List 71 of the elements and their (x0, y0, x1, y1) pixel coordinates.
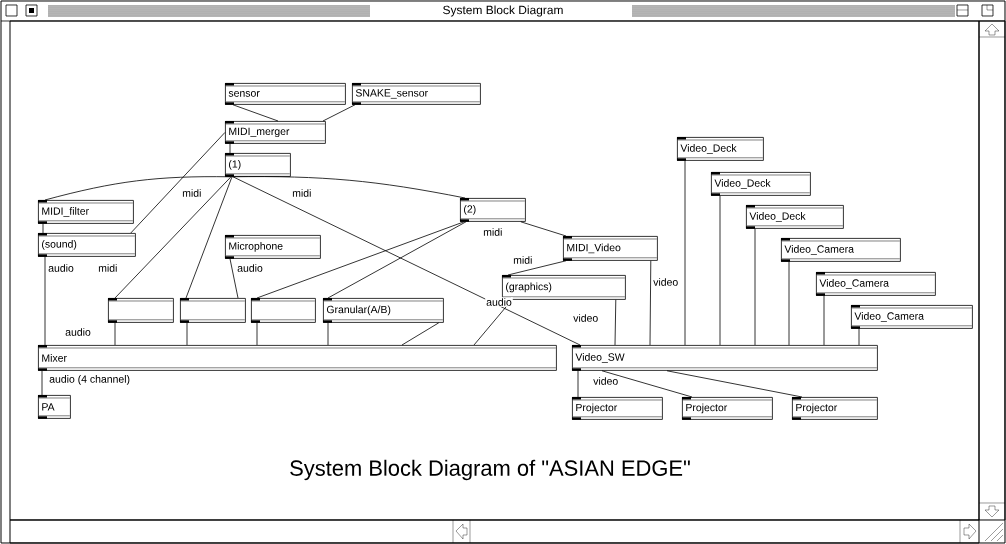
patch-cord (858, 328, 860, 346)
comment-text: audio (4 channel) (48, 374, 132, 386)
patch-cord (649, 260, 652, 346)
object-box (108, 298, 174, 323)
object-box: PA (38, 395, 71, 419)
comment-text: midi (512, 255, 534, 265)
patch-cord (401, 322, 440, 346)
comment-text: video (592, 376, 620, 386)
object-box: Video_SW (572, 345, 878, 371)
diagram-title: System Block Diagram of "ASIAN EDGE" (290, 459, 690, 481)
patch-cord (327, 322, 329, 346)
patch-cord (719, 195, 721, 346)
patch-cord (186, 322, 188, 346)
object-box: (sound) (38, 233, 136, 257)
patch-cord (231, 176, 466, 199)
patch-cord (44, 256, 46, 346)
object-box: MIDI_merger (225, 121, 326, 144)
patch-cord (114, 176, 232, 299)
comment-text: audio (236, 263, 264, 273)
patch-cord (684, 160, 686, 346)
comment-text: video (572, 313, 600, 323)
object-box (251, 298, 316, 323)
object-box: Video_Deck (746, 205, 844, 229)
comment-text: audio (64, 327, 92, 337)
comment-text: audio (485, 297, 513, 307)
object-box: Video_Deck (677, 137, 764, 161)
patch-cord (666, 370, 803, 398)
patch-cord (42, 223, 44, 234)
patch-cord (229, 258, 239, 299)
object-box: Projector (682, 397, 773, 420)
object-box: SNAKE_sensor (352, 83, 481, 105)
object-box: MIDI_filter (38, 200, 134, 224)
patch-cord (130, 132, 226, 234)
patch-cord (520, 221, 567, 237)
patch-cord (754, 228, 756, 346)
object-box: Granular(A/B) (323, 298, 444, 323)
comment-text: midi (291, 188, 313, 198)
object-box: Projector (792, 397, 878, 420)
patch-cord (232, 176, 581, 346)
patch-cord (788, 261, 790, 346)
patch-cord (44, 176, 231, 201)
object-box: Video_Deck (711, 172, 811, 196)
patch-cord (823, 295, 825, 346)
patch-cord (114, 322, 116, 346)
object-box: (2) (460, 198, 526, 222)
patch-cord (507, 260, 567, 276)
patch-cord (229, 143, 231, 154)
object-box: MIDI_Video (563, 236, 658, 261)
comment-text: audio (47, 263, 75, 273)
object-box: (1) (225, 153, 291, 177)
window-title: System Block Diagram (438, 4, 568, 18)
patch-cord (185, 176, 233, 299)
comment-text: midi (181, 188, 203, 198)
object-box: Projector (572, 397, 663, 420)
patch-cord (614, 299, 617, 346)
object-box: Video_Camera (781, 238, 901, 262)
object-box (180, 298, 246, 323)
object-box: sensor (225, 83, 346, 105)
comment-text: video (652, 277, 680, 287)
object-box: Video_Camera (851, 305, 973, 329)
patch-cord (601, 370, 693, 398)
comment-text: midi (97, 263, 119, 273)
patch-cord (577, 370, 579, 398)
patch-cord (41, 370, 43, 396)
patch-cord (256, 322, 258, 346)
object-box: Mixer (38, 345, 557, 371)
patch-cord (322, 104, 356, 122)
object-box: Video_Camera (816, 272, 936, 296)
object-box: Microphone (225, 235, 321, 259)
patch-cord (327, 221, 467, 299)
patch-cord (256, 221, 465, 299)
